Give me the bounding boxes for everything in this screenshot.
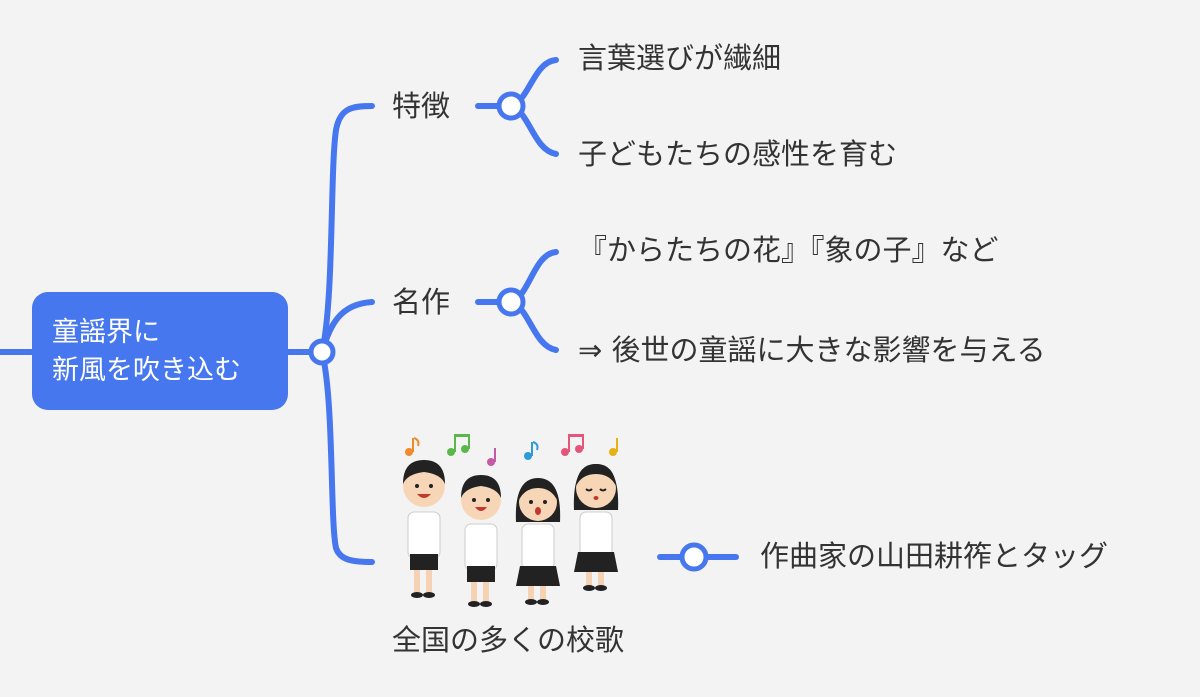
features-child-1[interactable]: 言葉選びが繊細 [578,41,782,75]
school-songs-child[interactable]: 作曲家の山田耕筰とタッグ [760,539,1109,573]
features-hub-node [496,91,526,121]
child-boy-2 [461,475,501,607]
music-notes-icon [405,434,618,466]
child-girl-2 [573,464,619,591]
features-child-2[interactable]: 子どもたちの感性を育む [578,137,898,171]
central-topic-line-2: 新風を吹き込む [52,355,241,386]
branch-school-songs-title[interactable]: 全国の多くの校歌 [392,623,625,657]
root-hub-node [308,338,336,366]
works-child-1[interactable]: 『からたちの花』『象の子』など [578,233,999,267]
central-topic-line-1: 童謡界に [52,317,160,348]
link-school-songs [319,349,375,565]
branch-features-title[interactable]: 特徴 [392,89,451,123]
school-songs-hub-node [679,542,709,572]
works-child-2[interactable]: ⇒ 後世の童謡に大きな影響を与える [578,333,1046,367]
child-girl-1 [515,478,561,605]
children-choir-illustration [403,434,619,607]
child-boy-1 [403,460,445,598]
works-hub-node [496,287,526,317]
central-topic[interactable]: 童謡界に 新風を吹き込む [32,292,288,410]
link-features [319,103,375,355]
branch-works-title[interactable]: 名作 [392,285,451,319]
